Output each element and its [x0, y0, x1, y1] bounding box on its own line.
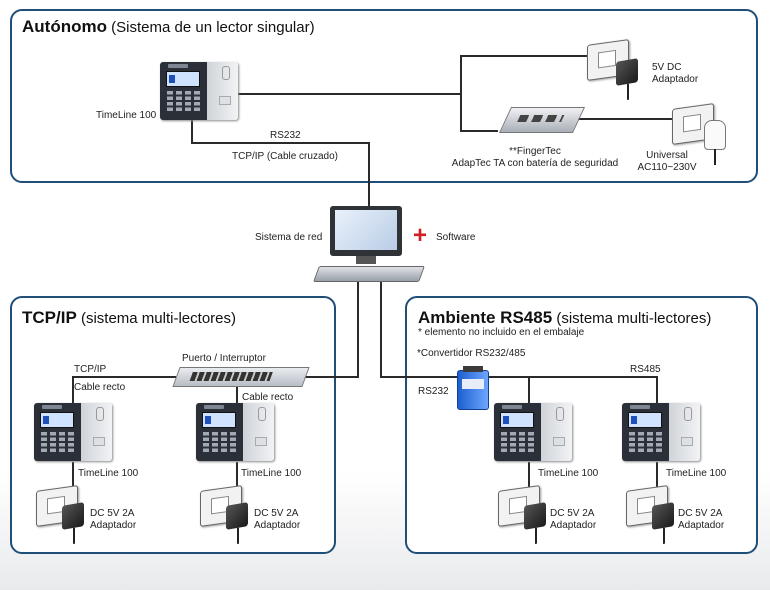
- timeline-device-tcpip-1: [34, 403, 112, 461]
- line-rs485-dev1-power: [528, 462, 530, 502]
- tcpip-title-rest: (sistema multi-lectores): [76, 310, 236, 327]
- standalone-title: Autónomo (Sistema de un lector singular): [22, 17, 315, 37]
- tcpip-title: TCP/IP (sistema multi-lectores): [22, 308, 236, 328]
- rs485-title-rest: (sistema multi-lectores): [552, 310, 712, 327]
- tcpip-title-bold: TCP/IP: [22, 308, 77, 327]
- network-pc-monitor: [330, 206, 402, 256]
- line-pc-left-down: [357, 281, 359, 377]
- standalone-device-label: TimeLine 100: [96, 110, 157, 121]
- line-to-pc: [368, 142, 370, 208]
- adapter-tcpip-1: [62, 502, 84, 530]
- adapter-tcpip-2: [226, 502, 248, 530]
- tcpip-device-2-label: TimeLine 100: [241, 468, 302, 479]
- line-rs485-dev2-power: [656, 462, 658, 502]
- universal-plug: [704, 120, 726, 165]
- timeline-device-rs485-2: [622, 403, 700, 461]
- tcpip-link-label: TCP/IP: [74, 364, 107, 375]
- rs485-title: Ambiente RS485 (sistema multi-lectores): [418, 308, 711, 328]
- network-pc-stand: [356, 256, 376, 264]
- tcpip-device-1-label: TimeLine 100: [78, 468, 139, 479]
- converter-label: *Convertidor RS232/485: [417, 348, 526, 359]
- line-pc-to-switch: [300, 376, 359, 378]
- line-switch-to-dev2: [236, 386, 238, 404]
- standalone-title-rest: (Sistema de un lector singular): [106, 19, 315, 36]
- rs485-device-1-label: TimeLine 100: [538, 468, 599, 479]
- line-bus-vertical: [460, 55, 462, 132]
- line-adaptec-to-universal: [570, 118, 674, 120]
- tcpip-crossed-label: TCP/IP (Cable cruzado): [232, 151, 338, 162]
- fingertec-adaptec: [498, 107, 586, 133]
- line-device-to-bus: [238, 93, 462, 95]
- rs485-title-bold: Ambiente RS485: [418, 308, 553, 327]
- timeline-device-standalone: [160, 62, 238, 120]
- rs485-adapter-2-label: DC 5V 2A Adaptador: [678, 508, 725, 531]
- standalone-panel: [10, 9, 758, 183]
- line-rs485-dev1: [528, 376, 530, 404]
- adapter-rs485-2: [652, 502, 674, 530]
- switch-label: Puerto / Interruptor: [182, 353, 266, 364]
- line-rs232: [191, 142, 369, 144]
- adaptec-label: **FingerTec AdapTec TA con batería de se…: [451, 146, 619, 169]
- adapter-rs485-1: [524, 502, 546, 530]
- line-dev2-power: [236, 462, 238, 502]
- tcpip-adapter-1-label: DC 5V 2A Adaptador: [90, 508, 137, 531]
- timeline-device-tcpip-2: [196, 403, 274, 461]
- line-device-down: [191, 118, 193, 142]
- adapter-5v-label: 5V DC Adaptador: [652, 62, 699, 85]
- line-to-5v: [460, 55, 590, 57]
- network-switch: [172, 367, 310, 387]
- line-to-adaptec: [460, 130, 498, 132]
- adapter-5v: [616, 58, 638, 86]
- straight-cable-label-1: Cable recto: [74, 382, 126, 393]
- rs232-label: RS232: [270, 130, 301, 141]
- line-pc-to-converter: [380, 376, 458, 378]
- plus-icon: +: [413, 222, 428, 249]
- rs232-converter-label: RS232: [418, 386, 449, 397]
- tcpip-adapter-2-label: DC 5V 2A Adaptador: [254, 508, 301, 531]
- standalone-title-bold: Autónomo: [22, 17, 107, 36]
- timeline-device-rs485-1: [494, 403, 572, 461]
- line-pc-right-down: [380, 281, 382, 377]
- straight-cable-label-2: Cable recto: [242, 392, 294, 403]
- rs485-adapter-1-label: DC 5V 2A Adaptador: [550, 508, 597, 531]
- line-rs485-dev2: [656, 376, 658, 404]
- line-dev1-power: [72, 462, 74, 502]
- rs485-link-label: RS485: [630, 364, 661, 375]
- line-rs485-bus: [488, 376, 658, 378]
- software-label: Software: [436, 232, 476, 243]
- line-switch-left: [72, 376, 176, 378]
- network-system-label: Sistema de red: [255, 232, 323, 243]
- rs485-note: * elemento no incluido en el embalaje: [418, 327, 585, 338]
- line-switch-to-dev1: [72, 376, 74, 404]
- rs232-485-converter: [457, 366, 489, 410]
- network-pc-keyboard: [313, 266, 425, 282]
- rs485-device-2-label: TimeLine 100: [666, 468, 727, 479]
- universal-label: Universal AC110~230V: [637, 150, 697, 173]
